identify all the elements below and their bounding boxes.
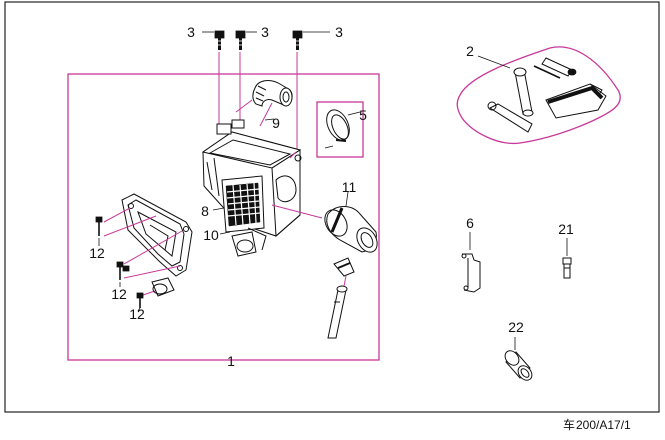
air-cleaner-assembly-box [67, 73, 380, 361]
screw-12-a [95, 216, 103, 236]
callout-3-left: 3 [187, 24, 195, 40]
callout-12-top: 12 [89, 245, 105, 261]
callout-12-middle: 12 [111, 286, 127, 302]
callout-12-bottom: 12 [129, 306, 145, 322]
callout-3-right: 3 [335, 24, 343, 40]
screw-12-b [116, 261, 130, 280]
plug [562, 238, 572, 279]
callout-10: 10 [203, 227, 219, 243]
air-duct-elbow [252, 80, 293, 107]
callout-3-middle: 3 [261, 24, 269, 40]
callout-21: 21 [558, 221, 574, 237]
callout-6: 6 [466, 215, 474, 231]
drain-tube [327, 257, 355, 339]
footer-mark: 车 [563, 417, 575, 432]
sleeve [504, 337, 533, 381]
callout-9: 9 [272, 115, 280, 131]
screw-3-right [292, 30, 303, 50]
tool-kit [487, 57, 607, 133]
hose-clamp [324, 109, 350, 149]
air-cleaner-cover [121, 193, 193, 277]
intake-boot [324, 206, 378, 253]
callout-5: 5 [359, 107, 367, 123]
callout-2: 2 [466, 43, 474, 59]
bracket [461, 232, 481, 293]
screw-3-middle [235, 30, 246, 50]
screw-3-left [214, 30, 225, 50]
air-cleaner-housing [201, 119, 302, 257]
callout-8: 8 [201, 203, 209, 219]
callout-1: 1 [227, 353, 235, 369]
intake-snorkel [151, 277, 175, 297]
callout-22: 22 [508, 319, 524, 335]
outer-frame [4, 1, 660, 413]
tool-kit-outline [456, 46, 621, 145]
leader-2 [477, 55, 511, 69]
callout-11: 11 [342, 179, 357, 195]
clamp-group-box [316, 101, 364, 158]
screw-12-c [136, 292, 144, 308]
footer-code: 200/A17/1 [576, 418, 631, 432]
